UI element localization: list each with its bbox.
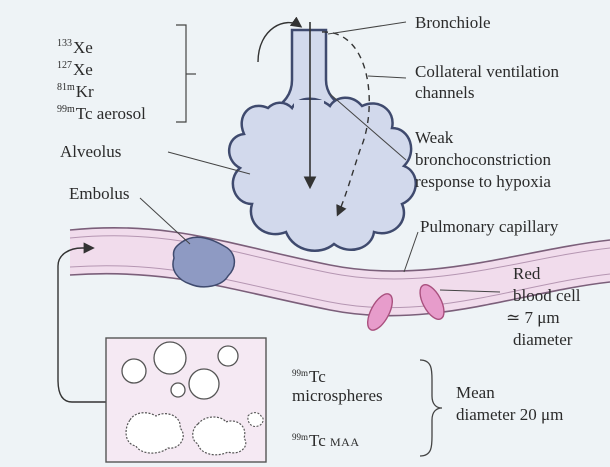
microsphere	[218, 346, 238, 366]
label-tc-microspheres-line1: 99mTc	[292, 364, 326, 386]
isotope-symbol: Kr	[76, 82, 94, 101]
microsphere	[154, 342, 186, 374]
bronchiole-alveolus-join	[294, 100, 324, 116]
microsphere	[171, 383, 185, 397]
label-pulmonary-capillary: Pulmonary capillary	[420, 217, 558, 236]
label-rbc-line3: ≃ 7 μm	[506, 308, 560, 327]
label-rbc-line1: Red	[513, 264, 540, 283]
leader-collateral	[368, 76, 406, 78]
microsphere	[189, 369, 219, 399]
maa-aggregate	[193, 417, 246, 455]
isotope-mass: 99m	[292, 432, 308, 442]
isotope-mass: 127	[57, 60, 72, 71]
isotope-bracket	[176, 25, 186, 122]
label-collateral-line2: channels	[415, 83, 474, 102]
label-rbc-line2: blood cell	[513, 286, 581, 305]
label-collateral-line1: Collateral ventilation	[415, 62, 559, 81]
leader-bronchiole	[328, 22, 406, 34]
maa-word: MAA	[330, 435, 360, 449]
label-alveolus: Alveolus	[60, 142, 121, 161]
label-embolus: Embolus	[69, 184, 129, 203]
label-weak-line2: bronchoconstriction	[415, 150, 551, 169]
leader-capillary	[404, 232, 418, 272]
label-tc-microspheres-line2: microspheres	[292, 386, 383, 405]
isotope-mass: 99m	[57, 104, 75, 115]
label-bronchiole: Bronchiole	[415, 13, 491, 32]
isotope-symbol: Tc	[309, 431, 326, 450]
isotope-symbol: Xe	[73, 38, 93, 57]
isotope-mass: 99m	[292, 368, 308, 378]
label-weak-line3: response to hypoxia	[415, 172, 551, 191]
isotope-symbol: Tc	[309, 367, 326, 386]
isotope-xe133: 133Xe	[57, 34, 93, 57]
label-tc-maa: 99mTc MAA	[292, 428, 360, 452]
isotope-mass: 81m	[57, 82, 75, 93]
mean-diameter-brace	[420, 360, 442, 456]
label-rbc-line4: diameter	[513, 330, 572, 349]
isotope-tc99m-aerosol: 99mTc aerosol	[57, 100, 146, 123]
isotope-xe127: 127Xe	[57, 56, 93, 79]
label-mean-line1: Mean	[456, 383, 495, 402]
microsphere	[122, 359, 146, 383]
alveolus	[229, 98, 416, 251]
isotope-mass: 133	[57, 38, 72, 49]
isotope-symbol: Tc aerosol	[76, 104, 146, 123]
isotope-kr81m: 81mKr	[57, 78, 94, 101]
isotope-symbol: Xe	[73, 60, 93, 79]
label-mean-line2: diameter 20 μm	[456, 405, 563, 424]
label-weak-line1: Weak	[415, 128, 453, 147]
